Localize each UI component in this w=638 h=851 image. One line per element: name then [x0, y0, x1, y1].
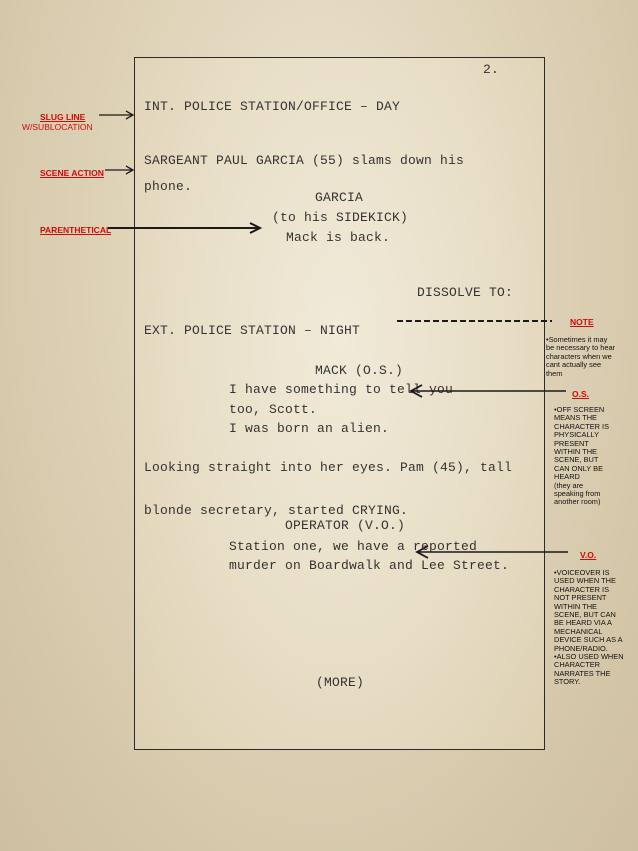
- scene-action-2-line-2: blonde secretary, started CRYING.: [144, 503, 409, 518]
- slug-line-1: INT. POLICE STATION/OFFICE – DAY: [144, 99, 401, 114]
- dialogue-operator-1: Station one, we have a reported: [229, 539, 478, 554]
- os-label: O.S.: [572, 389, 590, 399]
- scene-action-label: SCENE ACTION: [40, 168, 104, 178]
- dialogue-mack-2: too, Scott.: [229, 402, 318, 417]
- os-text: •OFF SCREEN MEANS THE CHARACTER IS PHYSI…: [554, 405, 610, 507]
- character-garcia: GARCIA: [314, 190, 364, 205]
- note-label: NOTE: [570, 317, 594, 327]
- scene-action-2-line-1: Looking straight into her eyes. Pam (45)…: [144, 460, 513, 475]
- slug-line-label: SLUG LINE: [40, 112, 86, 122]
- dialogue-mack-3: I was born an alien.: [229, 421, 390, 436]
- vo-label: V.O.: [580, 550, 597, 560]
- parenthetical-line: (to his SIDEKICK): [271, 210, 409, 225]
- vo-text: •VOICEOVER IS USED WHEN THE CHARACTER IS…: [554, 568, 624, 687]
- arrow-right-icon: [105, 165, 135, 175]
- character-operator: OPERATOR (V.O.): [284, 518, 406, 533]
- slug-line-sublabel: W/SUBLOCATION: [22, 122, 93, 132]
- page-number: 2.: [483, 62, 500, 77]
- transition-dissolve: DISSOLVE TO:: [417, 285, 514, 300]
- parenthetical-label: PARENTHETICAL: [40, 225, 112, 235]
- more-indicator: (MORE): [315, 675, 365, 690]
- character-mack: MACK (O.S.): [314, 363, 404, 378]
- scene-action-line-1: SARGEANT PAUL GARCIA (55) slams down his: [144, 153, 465, 168]
- note-text: •Sometimes it may be necessary to hear c…: [546, 335, 616, 378]
- script-page: [134, 57, 545, 750]
- scene-action-line-2: phone.: [144, 179, 193, 194]
- slug-line-2: EXT. POLICE STATION – NIGHT: [144, 323, 361, 338]
- arrow-right-icon: [99, 110, 135, 120]
- dialogue-garcia: Mack is back.: [285, 230, 391, 245]
- dialogue-mack-1: I have something to tell you: [229, 382, 454, 397]
- dialogue-operator-2: murder on Boardwalk and Lee Street.: [229, 558, 510, 573]
